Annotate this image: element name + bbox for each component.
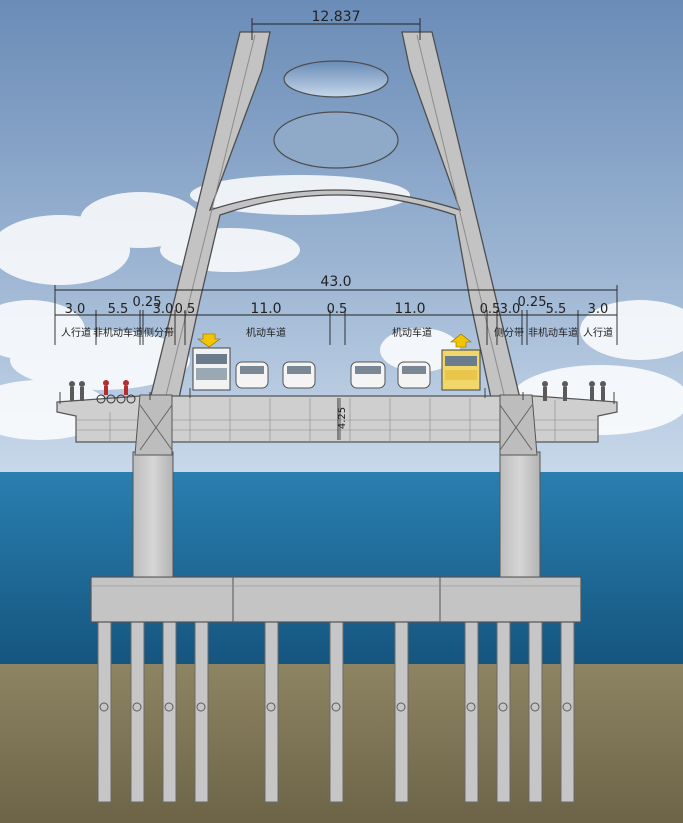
lane-label-left-bike: 非机动车道 — [93, 326, 143, 339]
pile-group — [97, 621, 575, 803]
segment-label: 11.0 — [394, 301, 425, 317]
vehicles — [192, 333, 481, 391]
car — [282, 361, 316, 389]
deck-depth-label: 4.25 — [337, 407, 348, 429]
pile — [194, 621, 209, 803]
car — [235, 361, 269, 389]
pedestrian-icon — [589, 381, 595, 401]
up-arrow-icon — [450, 333, 472, 348]
right-tower-foot — [499, 394, 538, 456]
pile — [560, 621, 575, 803]
left-tower-foot — [134, 394, 173, 456]
segment-label: 0.25 — [518, 295, 547, 310]
left-pier — [132, 451, 174, 578]
pile — [528, 621, 543, 803]
segment-label: 3.0 — [500, 302, 521, 317]
segment-label: 0.5 — [480, 302, 501, 317]
segment-label: 11.0 — [250, 301, 281, 317]
pile-joints — [99, 702, 572, 712]
tower-width-label: 12.837 — [312, 9, 361, 25]
segment-label: 3.0 — [588, 302, 609, 317]
pile-cap — [90, 576, 582, 623]
pile — [394, 621, 409, 803]
arch-tower — [139, 31, 531, 441]
pedestrian-icon — [600, 381, 606, 401]
segment-label: 0.25 — [133, 295, 162, 310]
pedestrian-icon — [542, 381, 548, 401]
total-width-label: 43.0 — [320, 274, 351, 290]
segment-label: 3.0 — [65, 302, 86, 317]
pile — [97, 621, 112, 803]
lane-label-right-median: 侧分带 — [494, 326, 524, 339]
lane-label-left-motor: 机动车道 — [246, 326, 286, 339]
pile — [264, 621, 279, 803]
pile — [162, 621, 177, 803]
dimension-lines — [54, 18, 618, 440]
segment-label: 5.5 — [108, 302, 129, 317]
cyclist-icon — [116, 380, 136, 404]
tower-opening-upper — [283, 60, 389, 98]
right-pier — [499, 451, 541, 578]
pile — [329, 621, 344, 803]
car — [397, 361, 431, 389]
tower-opening-lower — [273, 111, 399, 169]
cyclist-icon — [96, 380, 116, 404]
pedestrian-icon — [562, 381, 568, 401]
bus-right — [441, 349, 481, 391]
pedestrian-icon — [69, 381, 75, 401]
segment-label: 3.0 — [153, 302, 174, 317]
segment-label: 0.5 — [327, 302, 348, 317]
bus-left — [192, 347, 231, 391]
people — [69, 380, 606, 404]
lane-label-right-motor: 机动车道 — [392, 326, 432, 339]
car — [350, 361, 386, 389]
pile — [496, 621, 511, 803]
lane-label-right-bike: 非机动车道 — [528, 326, 578, 339]
pile — [464, 621, 479, 803]
railings — [59, 388, 615, 404]
down-arrow-icon — [197, 333, 221, 348]
pedestrian-icon — [79, 381, 85, 401]
lane-label-left-median: 侧分带 — [144, 326, 174, 339]
segment-label: 5.5 — [546, 302, 567, 317]
segment-label: 0.5 — [175, 302, 196, 317]
lane-label-left-sidewalk: 人行道 — [61, 326, 91, 339]
pile — [130, 621, 145, 803]
lane-label-right-sidewalk: 人行道 — [583, 326, 613, 339]
